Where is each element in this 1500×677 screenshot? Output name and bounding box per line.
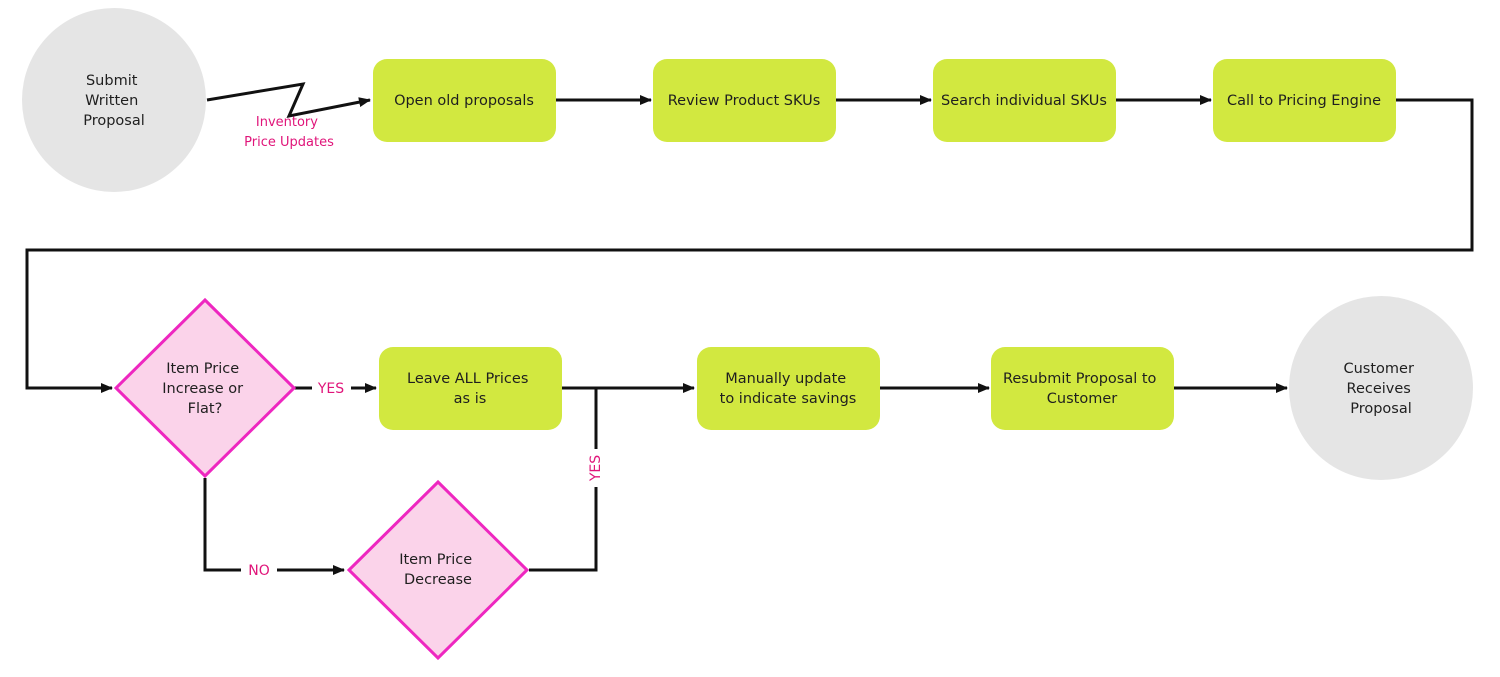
connector-decision-no-down: [203, 478, 241, 572]
decision-decrease-line-2: Decrease: [404, 572, 472, 588]
open-old-proposals-label: Open old proposals: [394, 93, 534, 109]
leave-all-prices-line-1: Leave ALL Prices: [407, 371, 528, 387]
no-label: NO: [248, 563, 270, 579]
decision-decrease-label: Item Price Decrease: [399, 552, 477, 588]
end-label-line-2: Receives: [1347, 381, 1411, 397]
end-label-line-3: Proposal: [1350, 401, 1412, 417]
yes-label-decision: YES: [317, 381, 344, 397]
process-leave-all-prices: [379, 347, 562, 430]
process-call-to-pricing-engine: [1213, 59, 1396, 142]
decision-increase-label: Item Price Increase or Flat?: [162, 361, 247, 417]
resubmit-proposal-label: Resubmit Proposal to Customer: [1003, 371, 1161, 407]
process-resubmit-proposal: [991, 347, 1174, 430]
manually-update-line-2: to indicate savings: [720, 391, 857, 407]
start-circle: [22, 8, 206, 192]
connector-start-to-open: [206, 82, 371, 119]
call-to-pricing-engine-label: Call to Pricing Engine: [1227, 93, 1381, 109]
decision-increase-line-3: Flat?: [188, 401, 223, 417]
search-individual-skus-label: Search individual SKUs: [941, 93, 1107, 109]
manually-update-line-1: Manually update: [725, 371, 846, 387]
decision-increase-line-1: Item Price: [166, 361, 239, 377]
process-review-product-skus: [653, 59, 836, 142]
resubmit-proposal-line-1: Resubmit Proposal to: [1003, 371, 1157, 387]
process-search-individual-skus: [933, 59, 1116, 142]
connector-pricing-to-decision: [25, 98, 1474, 393]
start-label: Submit Written Proposal: [83, 73, 145, 129]
yes-label-decrease: YES: [588, 455, 604, 482]
end-circle: [1289, 296, 1473, 480]
connectors: [25, 82, 1474, 575]
start-label-line-1: Submit: [86, 73, 138, 89]
inventory-label-line-1: Inventory: [256, 115, 318, 130]
decision-increase-line-2: Increase or: [162, 381, 243, 397]
start-label-line-3: Proposal: [83, 113, 145, 129]
decision-increase-or-flat: [113, 297, 297, 479]
process-manually-update: [697, 347, 880, 430]
inventory-price-updates-label: Inventory Price Updates: [244, 115, 334, 150]
start-label-line-2: Written: [85, 93, 138, 109]
end-label: Customer Receives Proposal: [1343, 361, 1418, 417]
end-label-line-1: Customer: [1343, 361, 1413, 377]
leave-all-prices-line-2: as is: [454, 391, 487, 407]
decision-decrease-line-1: Item Price: [399, 552, 472, 568]
process-open-old-proposals: [373, 59, 556, 142]
leave-all-prices-label: Leave ALL Prices as is: [407, 371, 533, 407]
review-product-skus-label: Review Product SKUs: [668, 93, 821, 109]
inventory-label-line-2: Price Updates: [244, 135, 334, 150]
resubmit-proposal-line-2: Customer: [1047, 391, 1117, 407]
decision-price-decrease: [346, 479, 530, 661]
connector-decrease-yes-lower: [529, 487, 598, 572]
manually-update-label: Manually update to indicate savings: [720, 371, 857, 407]
